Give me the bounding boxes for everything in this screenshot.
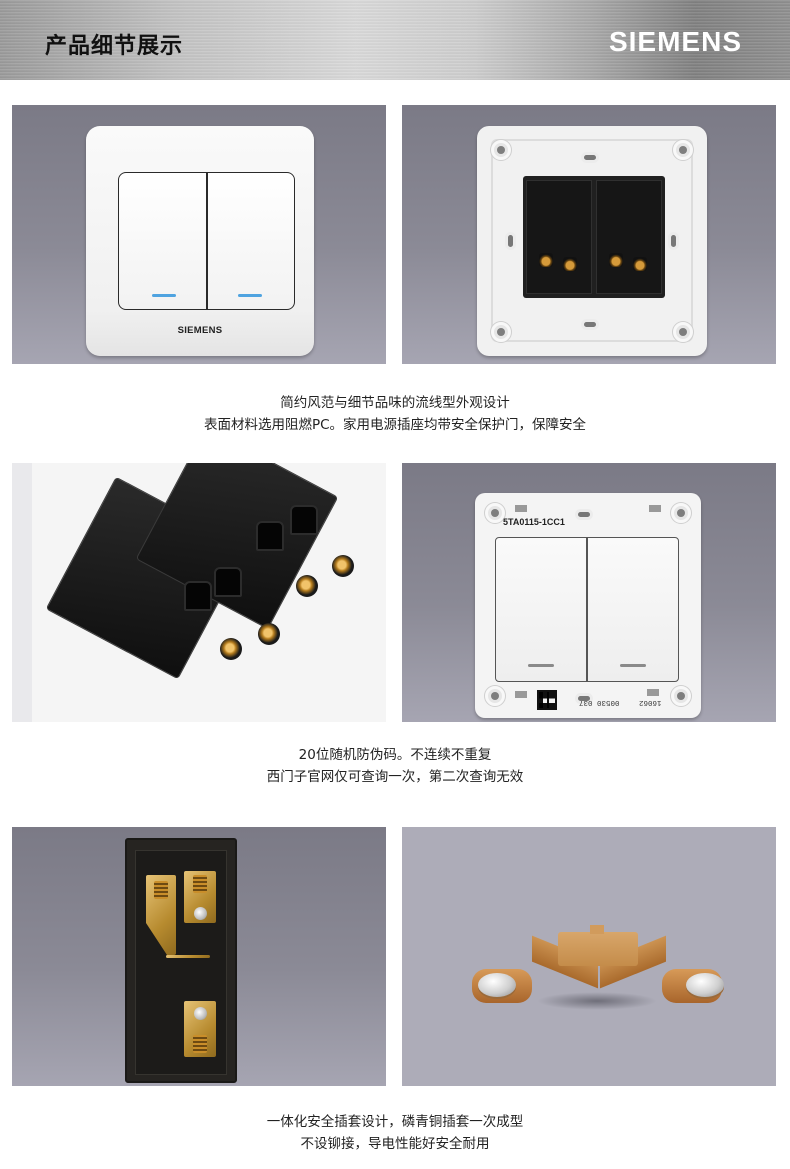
qr-code-icon — [537, 690, 557, 710]
screw-hole-icon — [491, 140, 511, 160]
screw-hole-icon — [485, 503, 505, 523]
terminal-icon — [539, 253, 553, 267]
silver-contact-icon — [194, 1007, 207, 1020]
mount-slot-icon — [668, 232, 679, 250]
terminal-icon — [633, 257, 647, 271]
screw-terminal-icon — [296, 575, 318, 597]
mount-slot-icon — [505, 232, 516, 250]
switch-plate: SIEMENS — [86, 126, 314, 356]
product-image-mechanism-closeup — [12, 463, 386, 722]
header-banner: 产品细节展示 SIEMENS — [0, 0, 790, 80]
mount-slot-icon — [581, 319, 599, 330]
silver-contact-icon — [686, 973, 724, 997]
silver-contact-icon — [478, 973, 516, 997]
caption-line: 不设铆接，导电性能好安全耐用 — [300, 1136, 490, 1152]
screw-hole-icon — [673, 140, 693, 160]
rocker-left — [118, 172, 207, 310]
screw-terminal-icon — [258, 623, 280, 645]
terminal-icon — [609, 253, 623, 267]
indicator-light-icon — [238, 294, 262, 297]
mechanism-module-left — [526, 180, 592, 294]
switch-plate-uncovered: 5TA0115-1CC1 00530 037 16062 — [475, 493, 701, 718]
caption-line: 一体化安全插套设计，磷青铜插套一次成型 — [266, 1114, 524, 1130]
module-housing — [125, 838, 237, 1083]
brand-logo: SIEMENS — [608, 26, 742, 57]
screw-hole-icon — [491, 322, 511, 342]
socket-icon — [214, 567, 242, 597]
mount-slot-icon — [575, 693, 593, 704]
caption-line: 简约风范与细节品味的流线型外观设计 — [280, 395, 510, 411]
mechanism-module-right — [596, 180, 662, 294]
socket-icon — [184, 581, 212, 611]
spring-icon — [193, 1035, 207, 1053]
screw-hole-icon — [671, 503, 691, 523]
rocker-right — [587, 537, 679, 682]
product-image-contact-bridge — [402, 827, 776, 1086]
indicator-light-icon — [152, 294, 176, 297]
switch-mechanism — [523, 176, 665, 298]
serial-code: 00530 037 — [579, 698, 620, 706]
screw-terminal-icon — [332, 555, 354, 577]
screw-hole-icon — [673, 322, 693, 342]
switch-back-plate — [477, 126, 707, 356]
caption-line: 20位随机防伪码。不连续不重复 — [298, 747, 492, 763]
screw-terminal-icon — [220, 638, 242, 660]
caption-line: 表面材料选用阻燃PC。家用电源插座均带安全保护门，保障安全 — [203, 417, 587, 433]
caption-conductor: 一体化安全插套设计，磷青铜插套一次成型 不设铆接，导电性能好安全耐用 — [0, 1111, 790, 1155]
serial-code: 16062 — [639, 698, 662, 706]
mount-slot-icon — [575, 509, 593, 520]
rocker-left — [495, 537, 587, 682]
indicator-slot-icon — [620, 664, 646, 667]
socket-icon — [256, 521, 284, 551]
product-image-conductor-cutaway — [12, 827, 386, 1086]
mount-slot-icon — [581, 152, 599, 163]
bridge-body — [558, 932, 638, 966]
caption-line: 西门子官网仅可查询一次，第二次查询无效 — [266, 769, 524, 785]
indicator-slot-icon — [528, 664, 554, 667]
silver-contact-icon — [194, 907, 207, 920]
section-title: 产品细节展示 — [45, 34, 184, 59]
screw-hole-icon — [671, 686, 691, 706]
product-image-label-view: 5TA0115-1CC1 00530 037 16062 — [402, 463, 776, 722]
terminal-icon — [563, 257, 577, 271]
plate-brand-mark: SIEMENS — [177, 325, 223, 336]
product-image-front: SIEMENS — [12, 105, 386, 364]
spring-icon — [193, 875, 207, 893]
brass-link — [166, 955, 210, 958]
screw-hole-icon — [485, 686, 505, 706]
product-image-back — [402, 105, 776, 364]
caption-anticounterfeit: 20位随机防伪码。不连续不重复 西门子官网仅可查询一次，第二次查询无效 — [0, 744, 790, 788]
caption-design: 简约风范与细节品味的流线型外观设计 表面材料选用阻燃PC。家用电源插座均带安全保… — [0, 392, 790, 436]
model-number: 5TA0115-1CC1 — [503, 517, 565, 527]
socket-icon — [290, 505, 318, 535]
spring-icon — [154, 881, 168, 899]
rocker-right — [207, 172, 295, 310]
plate-frame — [491, 139, 693, 342]
